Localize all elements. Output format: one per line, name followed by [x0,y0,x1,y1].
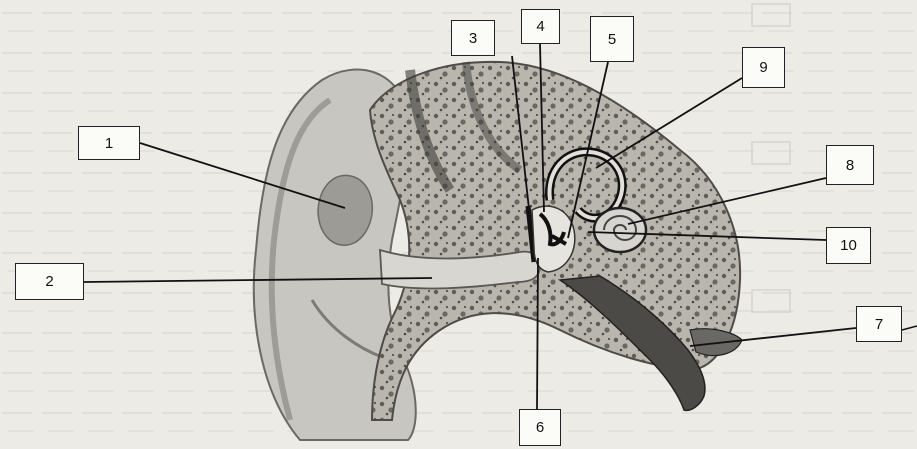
label-3: 3 [451,20,495,56]
label-10: 10 [826,227,871,264]
label-1: 1 [78,126,140,160]
label-7: 7 [856,306,902,342]
label-8: 8 [826,145,874,185]
label-6: 6 [519,409,561,446]
leader-6 [537,258,538,409]
concha [318,175,372,245]
label-5: 5 [590,16,634,62]
label-4: 4 [521,9,560,44]
label-2: 2 [15,263,84,300]
label-9: 9 [742,47,785,88]
cochlea [594,208,646,252]
